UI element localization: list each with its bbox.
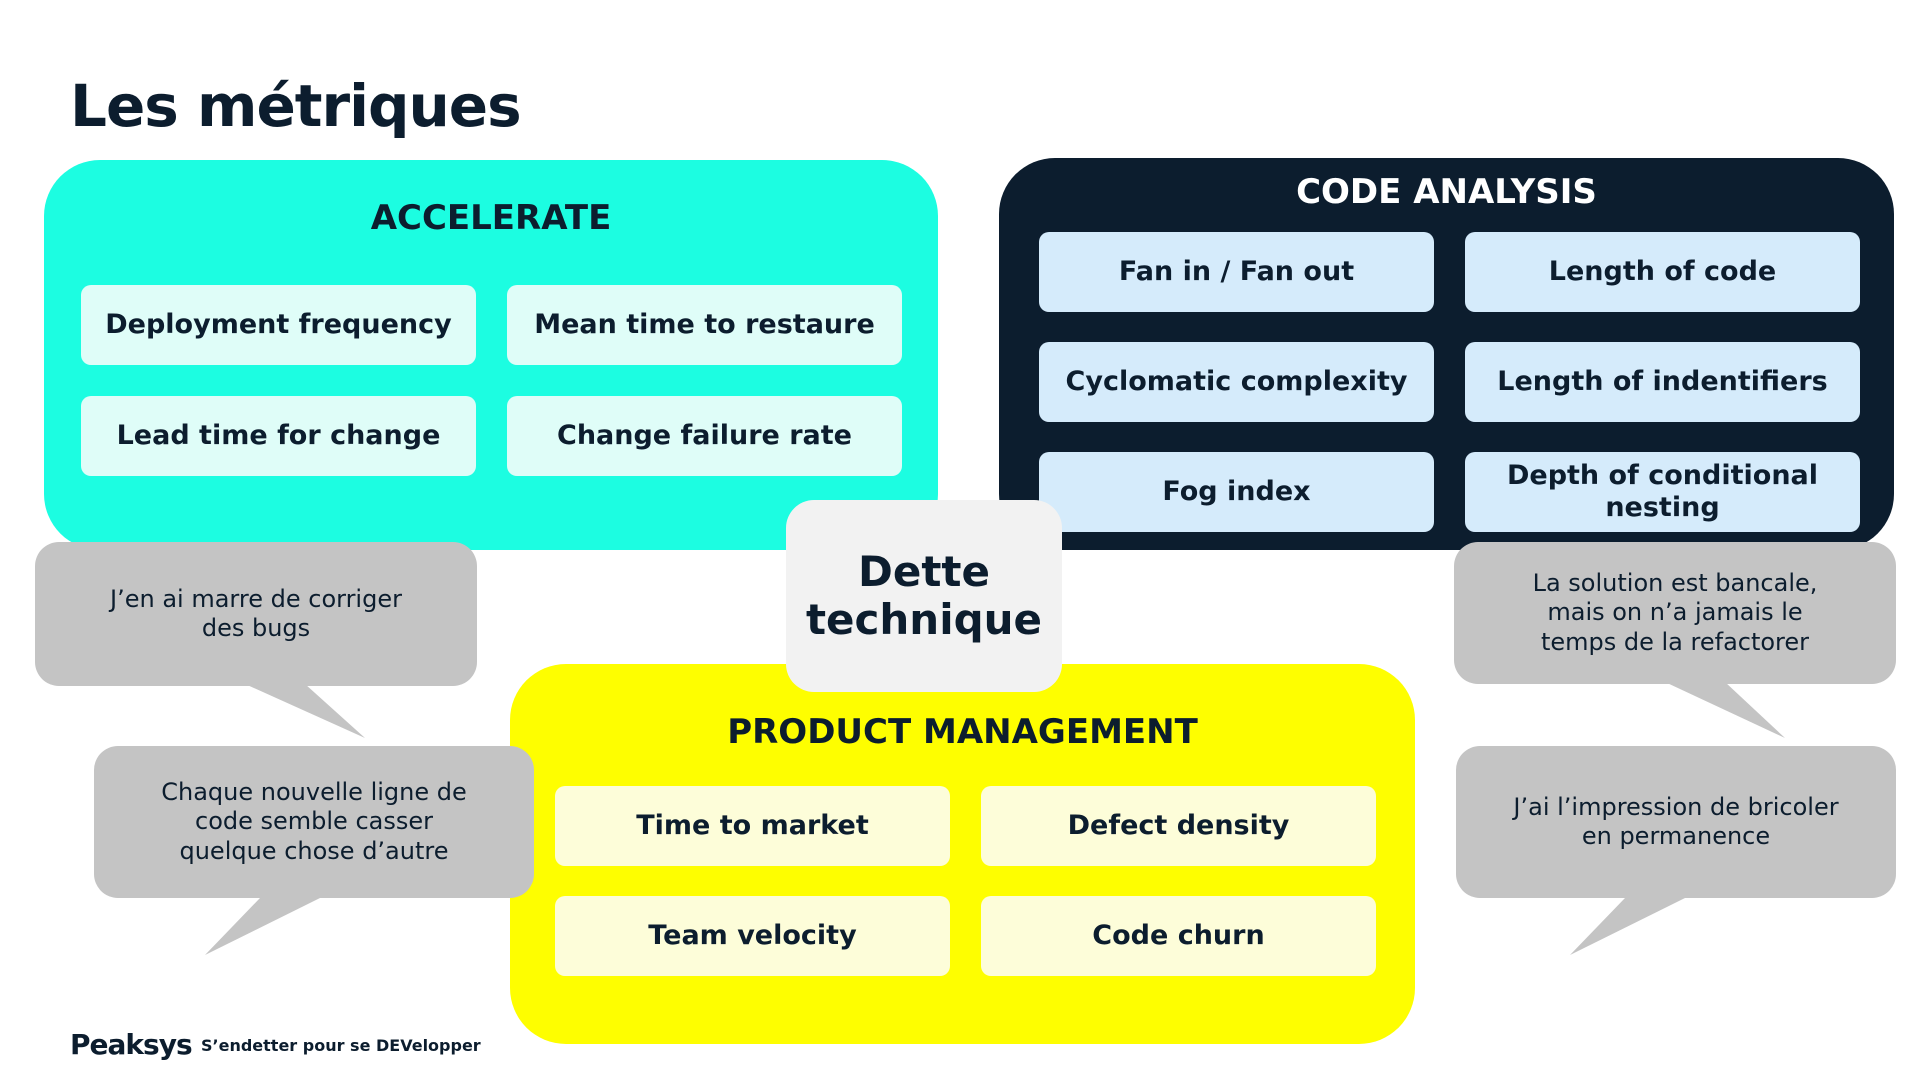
metric-chip: Defect density (981, 786, 1376, 866)
speech-tail (245, 684, 365, 738)
metric-chip: Length of code (1465, 232, 1860, 312)
metric-chip: Depth of conditional nesting (1465, 452, 1860, 532)
code-analysis-panel: CODE ANALYSIS Fan in / Fan out Length of… (999, 158, 1894, 550)
metric-chip: Change failure rate (507, 396, 902, 476)
metric-chip: Lead time for change (81, 396, 476, 476)
center-line-2: technique (805, 595, 1043, 644)
dette-technique-box: Dette technique (786, 500, 1062, 692)
metric-chip: Time to market (555, 786, 950, 866)
metric-chip: Cyclomatic complexity (1039, 342, 1434, 422)
accelerate-panel: ACCELERATE Deployment frequency Mean tim… (44, 160, 938, 550)
code-analysis-title: CODE ANALYSIS (1296, 172, 1597, 212)
peaksys-logo: Peaksys (70, 1028, 193, 1061)
metric-chip: Length of indentifiers (1465, 342, 1860, 422)
product-management-panel: PRODUCT MANAGEMENT Time to market Defect… (510, 664, 1415, 1044)
page-title: Les métriques (70, 72, 522, 140)
speech-tail (1570, 898, 1685, 955)
quote-bubble: Chaque nouvelle ligne de code semble cas… (94, 746, 534, 898)
quote-bubble: J’en ai marre de corriger des bugs (35, 542, 477, 686)
product-management-title: PRODUCT MANAGEMENT (727, 712, 1198, 752)
center-line-1: Dette (858, 546, 990, 596)
metric-chip: Fan in / Fan out (1039, 232, 1434, 312)
accelerate-title: ACCELERATE (370, 198, 612, 238)
speech-tail (1665, 682, 1785, 738)
quote-bubble: J’ai l’impression de bricoler en permane… (1456, 746, 1896, 898)
metric-chip: Deployment frequency (81, 285, 476, 365)
metric-chip: Fog index (1039, 452, 1434, 532)
quote-bubble: La solution est bancale, mais on n’a jam… (1454, 542, 1896, 684)
footer-tagline: S’endetter pour se DEVelopper (201, 1036, 481, 1055)
metric-chip: Mean time to restaure (507, 285, 902, 365)
metric-chip: Team velocity (555, 896, 950, 976)
speech-tail (205, 898, 320, 955)
metric-chip: Code churn (981, 896, 1376, 976)
